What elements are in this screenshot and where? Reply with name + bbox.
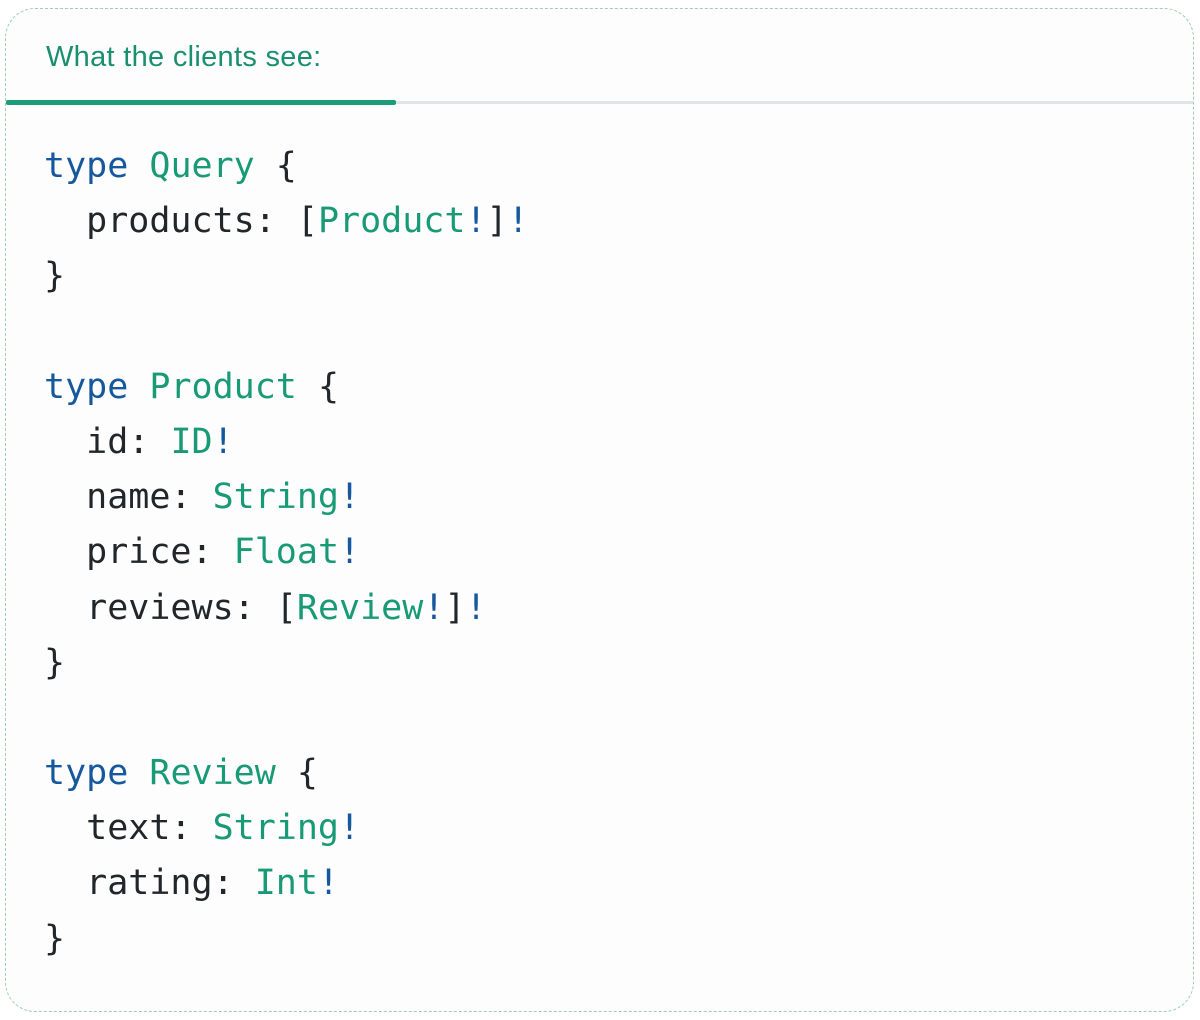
code-token: } (44, 642, 66, 683)
code-token: type (44, 753, 129, 794)
code-token: { (254, 146, 297, 186)
code-token: id: (44, 421, 171, 462)
code-token: } (44, 918, 66, 959)
code-token: type (44, 146, 129, 186)
code-token: { (275, 753, 318, 794)
code-token: Product (317, 201, 466, 242)
code-line (44, 691, 1173, 746)
code-token: price: (44, 532, 234, 573)
code-token: ! (339, 532, 361, 573)
code-token: ! (465, 201, 487, 242)
code-token: Float (233, 532, 340, 573)
code-token (128, 753, 149, 793)
code-token: ! (339, 477, 361, 518)
code-token: name: (44, 477, 213, 518)
code-token: Query (149, 146, 255, 186)
code-token: } (44, 256, 66, 297)
code-line: name: String! (44, 470, 1173, 525)
code-line: } (44, 636, 1173, 691)
code-token: Review (296, 587, 424, 628)
code-token: type (44, 366, 129, 407)
code-line: rating: Int! (44, 856, 1173, 911)
code-line: type Query { (44, 139, 1173, 194)
code-token: ! (317, 863, 340, 904)
code-token: String (212, 477, 340, 518)
code-token (128, 146, 149, 186)
code-token: String (212, 808, 340, 849)
code-token: Int (254, 863, 318, 904)
code-token: text: (44, 808, 213, 849)
code-token: products: [ (44, 201, 318, 242)
code-line (44, 305, 1173, 360)
code-token: ! (212, 421, 234, 462)
code-block: type Query { products: [Product!]!} type… (6, 105, 1193, 967)
code-line: } (44, 249, 1173, 304)
code-line: id: ID! (44, 415, 1173, 470)
code-token: Review (149, 753, 276, 794)
code-line: reviews: [Review!]! (44, 581, 1173, 636)
code-token: ] (444, 587, 466, 628)
code-token: rating: (44, 863, 255, 904)
tab-label: What the clients see: (46, 40, 322, 73)
code-line: price: Float! (44, 525, 1173, 580)
code-token: ID (170, 421, 213, 462)
code-line: products: [Product!]! (44, 194, 1173, 249)
tab-bar-divider (6, 101, 1193, 104)
tab-what-clients-see[interactable]: What the clients see: (6, 9, 396, 105)
schema-panel-card: What the clients see: type Query { produ… (5, 8, 1194, 1012)
code-token: reviews: [ (44, 587, 297, 628)
code-token: ! (423, 587, 445, 628)
code-token: ! (339, 808, 361, 849)
code-token: ! (465, 587, 487, 628)
tab-bar: What the clients see: (6, 9, 1193, 105)
active-tab-indicator (6, 100, 396, 105)
code-line: } (44, 912, 1173, 967)
code-token: { (296, 366, 340, 407)
code-line: type Product { (44, 360, 1173, 415)
code-token: Product (149, 366, 297, 407)
code-token (128, 367, 149, 407)
code-line: type Review { (44, 746, 1173, 801)
code-line: text: String! (44, 801, 1173, 856)
code-token: ] (486, 201, 508, 242)
code-token: ! (507, 201, 529, 242)
